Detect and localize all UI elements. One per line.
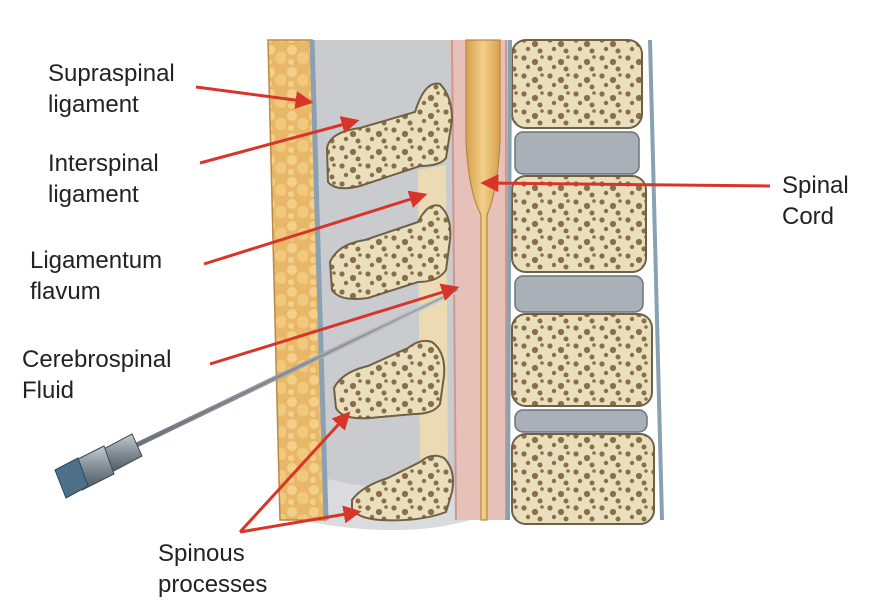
label-csf-line2: Fluid — [22, 377, 75, 404]
label-ligamentum-line2: flavum — [30, 278, 101, 305]
spinal-cord — [465, 39, 501, 521]
arrow-supraspinal — [195, 85, 314, 110]
arrow-interspinal — [199, 116, 360, 165]
vertebral-bodies — [506, 39, 664, 525]
label-arrows — [195, 85, 771, 534]
label-interspinal-line2: ligament — [48, 181, 139, 208]
label-csf-line1: Cerebrospinal — [22, 346, 172, 373]
label-spinous-line1: Spinous — [158, 540, 245, 567]
label-ligamentum-flavum: Ligamentum flavum — [30, 245, 162, 307]
label-spinal-cord: Spinal Cord — [782, 170, 849, 232]
label-spinous-processes: Spinous processes — [158, 538, 267, 600]
arrow-spinous-lower — [239, 505, 362, 534]
label-interspinal-ligament: Interspinal ligament — [48, 148, 159, 210]
arrow-spinous-upper — [238, 411, 351, 534]
label-supraspinal-line2: ligament — [48, 91, 139, 118]
arrow-ligamentum-flavum — [203, 190, 428, 266]
spinal-needle — [54, 287, 461, 499]
label-spinous-line2: processes — [158, 571, 268, 598]
arrow-spinal-cord — [480, 174, 771, 193]
label-supraspinal-line1: Supraspinal — [48, 60, 175, 87]
spinous-processes — [325, 82, 454, 522]
label-cerebrospinal-fluid: Cerebrospinal Fluid — [22, 344, 171, 406]
label-spinal-cord-line1: Spinal — [782, 172, 849, 199]
label-interspinal-line1: Interspinal — [48, 150, 159, 177]
arrow-cerebrospinal-fluid — [209, 283, 460, 366]
label-spinal-cord-line2: Cord — [782, 203, 835, 230]
label-supraspinal-ligament: Supraspinal ligament — [48, 58, 175, 120]
label-ligamentum-line1: Ligamentum — [30, 247, 163, 274]
